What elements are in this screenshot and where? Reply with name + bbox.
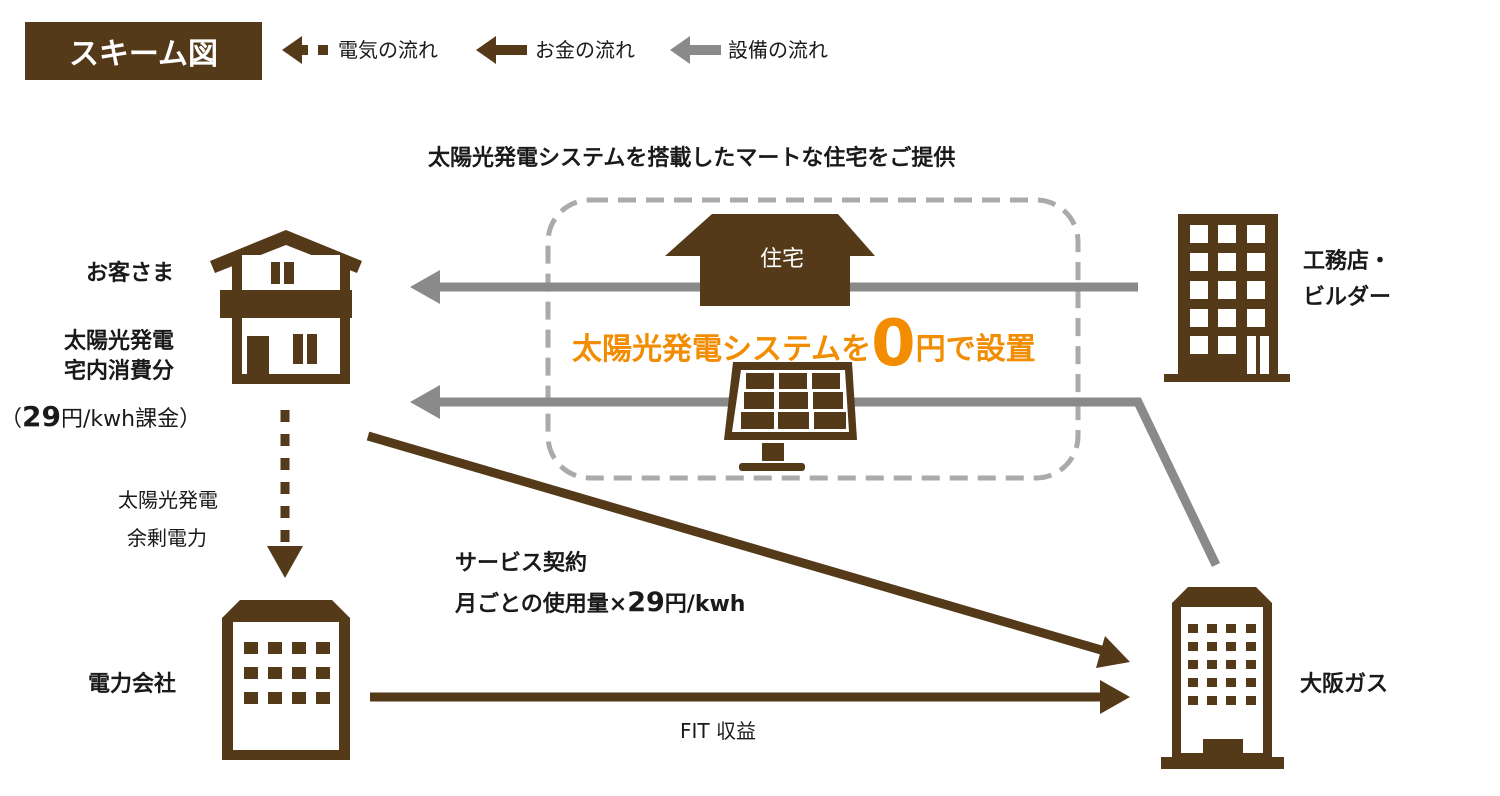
contract-number: 29 xyxy=(627,587,665,618)
customer-name: お客さま xyxy=(86,261,175,286)
contract-line1: サービス契約 xyxy=(455,551,588,576)
offer-suffix: 円で設置 xyxy=(915,332,1036,367)
builder-building-icon xyxy=(1164,214,1290,382)
house-icon xyxy=(665,214,875,306)
house-label: 住宅 xyxy=(760,247,805,272)
surplus-line1: 太陽光発電 xyxy=(118,488,218,512)
headline: 太陽光発電システムを搭載したマートな住宅をご提供 xyxy=(428,146,956,171)
contract-suffix: 円/kwh xyxy=(664,592,746,617)
scheme-title: スキーム図 xyxy=(25,22,262,80)
osaka-gas-label: 大阪ガス xyxy=(1300,672,1389,697)
builder-line1: 工務店・ xyxy=(1303,249,1392,274)
offer-zero: 0 xyxy=(871,307,916,381)
customer-line2: 宅内消費分 xyxy=(64,359,175,384)
charge-rest: 円/kwh課金） xyxy=(60,407,202,432)
money-arrow-customer-to-gas xyxy=(366,431,1130,668)
contract-line2: 月ごとの使用量×29円/kwh xyxy=(455,589,745,616)
customer-line1: 太陽光発電 xyxy=(64,329,175,354)
fit-revenue-label: FIT 収益 xyxy=(680,719,756,743)
charge-open: （ xyxy=(0,407,23,432)
osaka-gas-building-icon xyxy=(1161,587,1284,769)
zero-yen-offer: 太陽光発電システムを0円で設置 xyxy=(572,312,1036,376)
surplus-line2: 余剰電力 xyxy=(127,526,207,550)
legend-electric-label: 電気の流れ xyxy=(338,38,438,62)
equipment-arrow-gas-to-customer xyxy=(410,385,1221,567)
customer-charge: （29円/kwh課金） xyxy=(0,403,201,431)
legend-money-label: お金の流れ xyxy=(535,38,635,62)
offer-prefix: 太陽光発電システムを xyxy=(572,332,872,367)
house-offer-dashed-box xyxy=(545,197,1081,481)
charge-number: 29 xyxy=(22,400,61,433)
legend-equipment-label: 設備の流れ xyxy=(728,38,828,62)
electric-arrow-down xyxy=(267,410,303,578)
customer-house-icon xyxy=(210,230,362,384)
solar-panel-icon xyxy=(724,362,857,471)
power-company-building-icon xyxy=(222,600,350,760)
builder-line2: ビルダー xyxy=(1303,285,1392,310)
legend-money-arrow-icon xyxy=(476,36,527,64)
contract-prefix: 月ごとの使用量× xyxy=(455,592,628,617)
legend-equipment-arrow-icon xyxy=(670,36,721,64)
power-company-label: 電力会社 xyxy=(88,672,177,697)
legend-electric-arrow-icon xyxy=(282,36,328,64)
money-arrow-power-to-gas xyxy=(370,680,1130,714)
